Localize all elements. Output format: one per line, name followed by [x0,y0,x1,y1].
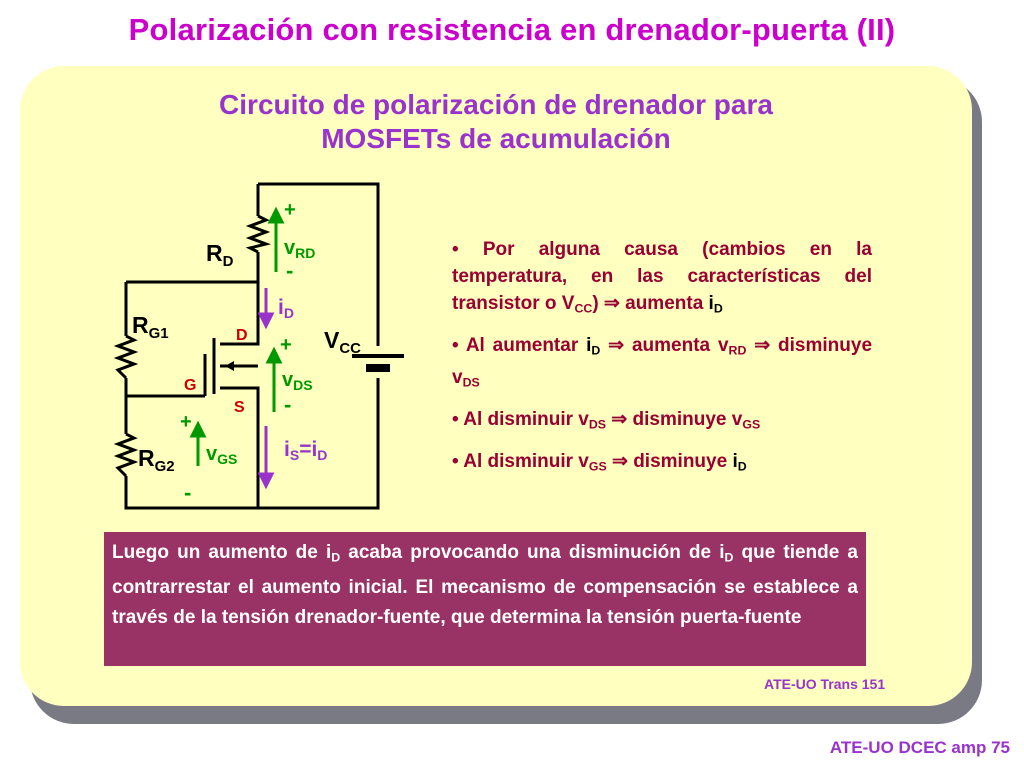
svg-text:vGS: vGS [206,443,237,467]
slide-title: Polarización con resistencia en drenador… [128,12,896,47]
pin-d-label: D [236,327,248,344]
svg-text:vRD: vRD [284,237,315,261]
bullet-item: • Al disminuir vGS ⇒ disminuye iD [452,450,747,474]
svg-text:VCC: VCC [324,327,361,357]
svg-text:vDS: vDS [282,369,313,393]
svg-text:iD: iD [278,296,294,321]
bullet-item: • Al disminuir vDS ⇒ disminuye vGS [452,409,761,432]
svg-text:RG2: RG2 [138,445,175,475]
card-title-line2: MOSFETs de acumulación [321,123,671,154]
card-title: Circuito de polarización de drenador par… [20,88,972,156]
bullet-item: • Por alguna causa (cambios en la temper… [452,239,872,316]
content-card: Circuito de polarización de drenador par… [20,66,972,706]
card-title-line1: Circuito de polarización de drenador par… [219,89,773,120]
resistor-rg1-icon [113,334,139,380]
vds-plus: + [280,334,292,356]
rg1-label: R [132,312,149,338]
vgs-minus: - [184,480,191,505]
rd-label: R [206,240,223,266]
rg2-label: R [138,445,155,471]
is-label: i [284,438,290,461]
outer-reference: ATE-UO DCEC amp 75 [829,738,1010,757]
vgs-label: v [206,443,218,465]
wire-source [220,386,260,508]
conclusion-box: Luego un aumento de iD acaba provocando … [104,532,866,666]
vds-minus: - [284,392,291,417]
resistor-rd-icon [245,214,272,254]
circuit-diagram: RD RG1 RG2 VCC + vRD - + vDS - + vGS - i… [113,182,404,510]
vcc-label: V [324,327,340,353]
wire-top [258,182,380,346]
wire-left-bottom [124,476,258,510]
bullet-list: • Por alguna causa (cambios en la temper… [452,236,872,490]
bullet-item: • Al aumentar iD ⇒ aumenta vRD ⇒ disminu… [452,334,873,391]
pin-s-label: S [234,399,245,416]
vrd-label: v [284,237,296,259]
mosfet-arrow-icon [225,361,234,371]
svg-text:RD: RD [206,240,234,270]
vds-label: v [282,369,294,391]
resistor-rg2-icon [113,432,139,478]
inner-reference: ATE-UO Trans 151 [764,676,886,692]
vgs-plus: + [180,411,192,433]
svg-text:iS=iD: iS=iD [284,438,327,463]
pin-g-label: G [184,377,196,394]
wire-drain [220,292,260,346]
wire-vcc-bottom [258,378,380,510]
vrd-minus: - [286,258,293,283]
wire-drain-top-left [126,280,260,292]
id-label: i [278,296,284,319]
vrd-plus: + [284,199,296,221]
svg-text:RG1: RG1 [132,312,169,342]
